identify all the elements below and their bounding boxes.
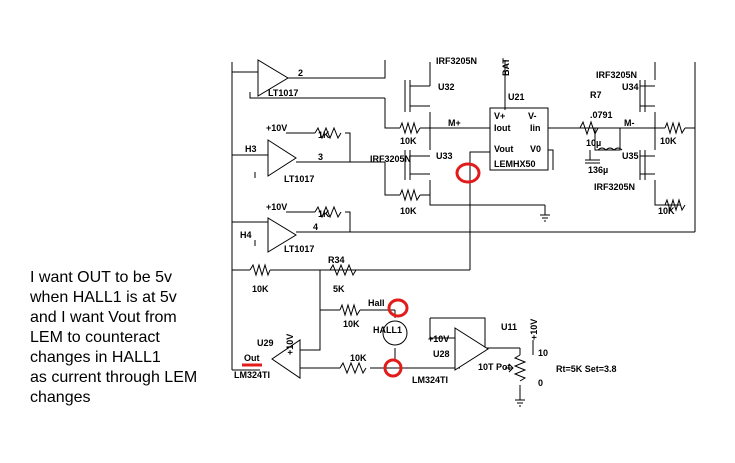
lem-vout: Vout (494, 144, 513, 154)
mosfet-u35 (639, 150, 655, 180)
opamp-u28 (454, 327, 489, 371)
u29-supply: +10V (285, 334, 295, 355)
res-1k-b-label: 1K (318, 209, 330, 219)
potentiometer (513, 354, 527, 382)
opamp-h4-supply: +10V (266, 202, 287, 212)
u34-label: U34 (622, 82, 639, 92)
opamp-h3-label: LT1017 (284, 174, 314, 184)
res-10k-u35-label: 10K (658, 206, 675, 216)
note-line: I want OUT to be 5v (30, 269, 172, 286)
u11-label: U11 (501, 322, 517, 332)
opamp-top-out: 2 (298, 68, 303, 78)
pot-param: Rt=5K Set=3.8 (556, 364, 617, 374)
opamp-h3 (267, 139, 297, 177)
opamp-u29 (271, 339, 301, 379)
note-line: when HALL1 is at 5v (30, 289, 177, 306)
pot-label: 10T Pot (478, 362, 511, 372)
resistor-10k-u34 (664, 121, 686, 135)
out-label: Out (244, 353, 260, 363)
opamp-top-label: LT1017 (268, 88, 298, 98)
u32-label: U32 (438, 82, 455, 92)
capacitor (585, 150, 600, 164)
lem-iout: Iout (494, 123, 511, 133)
u28-supply: +10V (428, 334, 449, 344)
m-minus-label: M- (624, 118, 635, 128)
inductor (597, 147, 623, 151)
hall-sensor (382, 320, 408, 346)
pot-supply: +10V (529, 319, 539, 340)
hall-label: HALL1 (373, 325, 402, 335)
hall-ref-label: Hall (368, 298, 385, 308)
mosfet-mid-part: IRF3205N (370, 154, 411, 164)
resistor-10k-bottom (249, 263, 271, 277)
resistor-10k-u29in (339, 361, 367, 375)
resistor-10k-u33 (399, 188, 421, 202)
opamp-h3-supply: +10V (266, 123, 287, 133)
resistor-1k-a (314, 126, 342, 140)
pot-bottom: 0 (538, 378, 543, 388)
u33-label: U33 (436, 151, 453, 161)
r7-value: .0791 (590, 110, 613, 120)
mosfet-tr-part: IRF3205N (596, 70, 637, 80)
bat-label: BAT (501, 58, 511, 76)
r7-label: R7 (590, 90, 602, 100)
lm324-a-label: LM324TI (234, 370, 270, 380)
pot-wiper-arrow (505, 363, 514, 373)
mosfet-top-part: IRF3205N (436, 56, 477, 66)
lem-vplus: V+ (494, 111, 505, 121)
mosfet-u34 (639, 80, 655, 112)
question-note: I want OUT to be 5v when HALL1 is at 5v … (30, 268, 260, 408)
r34-label: R34 (328, 255, 345, 265)
lem-iin: Iin (530, 123, 541, 133)
u29-label: U29 (257, 338, 274, 348)
opamp-h4-label: LT1017 (284, 244, 314, 254)
resistor-10k-u32 (399, 121, 421, 135)
note-line: and I want Vout from (30, 309, 177, 326)
lm324-b-label: LM324TI (412, 375, 448, 385)
u35-label: U35 (622, 151, 639, 161)
opamp-h4-input: H4 (240, 230, 252, 240)
marker-hall (387, 298, 409, 318)
r34-value: 5K (333, 284, 345, 294)
resistor-10k-u35 (664, 198, 686, 212)
m-plus-label: M+ (448, 118, 461, 128)
note-line: changes in HALL1 (30, 349, 161, 366)
lem-part: LEMHX50 (494, 159, 536, 169)
ind-value: 136µ (588, 165, 608, 175)
r-10k-bottom-label: 10K (252, 284, 269, 294)
opamp-h4 (267, 217, 297, 253)
resistor-r7 (579, 120, 599, 136)
mosfet-br-part: IRF3205N (594, 182, 635, 192)
marker-lem-vout (455, 162, 481, 184)
cap-value: 10µ (586, 138, 601, 148)
res-10k-u32-label: 10K (400, 136, 417, 146)
pot-top: 10 (538, 348, 548, 358)
note-line: as current through LEM (30, 369, 198, 386)
wires (231, 60, 696, 407)
mosfet-u33 (404, 150, 430, 180)
opamp-h4-out: 4 (313, 222, 318, 232)
marker-u29-input (383, 358, 403, 378)
opamp-top (257, 59, 289, 97)
mosfet-u32 (404, 62, 431, 112)
u21-label: U21 (508, 92, 525, 102)
resistor-r34 (329, 263, 357, 277)
note-line: changes (30, 389, 91, 406)
lem-box (489, 107, 549, 171)
resistor-1k-b (314, 205, 342, 219)
res-10k-u33-label: 10K (400, 206, 417, 216)
note-line: LEM to counteract (30, 329, 160, 346)
resistor-10k-hall (339, 303, 361, 317)
lem-v0: V0 (530, 144, 541, 154)
lem-vminus: V- (528, 111, 537, 121)
u28-label: U28 (433, 349, 450, 359)
res-10k-u34-label: 10K (660, 136, 677, 146)
res-10k-hall-label: 10K (343, 319, 360, 329)
opamp-h3-input: H3 (245, 144, 257, 154)
res-1k-a-label: 1K (318, 130, 330, 140)
res-10k-u29in-label: 10K (350, 353, 367, 363)
opamp-h3-out: 3 (318, 152, 323, 162)
